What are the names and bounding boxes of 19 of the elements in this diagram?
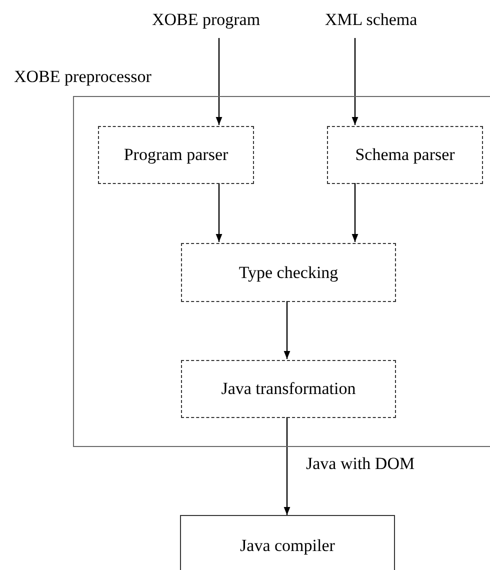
arrow (352, 38, 358, 125)
arrow (284, 417, 290, 515)
container-heading: XOBE preprocessor (14, 67, 152, 87)
process-box (98, 126, 254, 184)
box-text: Program parser (124, 145, 228, 165)
box-text: Java transformation (221, 379, 356, 399)
process-box (181, 360, 396, 418)
box-text: Schema parser (355, 145, 455, 165)
arrow (284, 301, 290, 359)
arrow (216, 183, 222, 242)
input-label: XOBE program (152, 10, 260, 30)
arrow (216, 38, 222, 125)
box-text: Java compiler (240, 536, 335, 556)
process-box (180, 515, 395, 570)
input-label: XML schema (324, 10, 418, 30)
box-text: Type checking (238, 262, 338, 282)
arrow (352, 183, 358, 242)
process-box (181, 243, 396, 302)
process-box (327, 126, 483, 184)
